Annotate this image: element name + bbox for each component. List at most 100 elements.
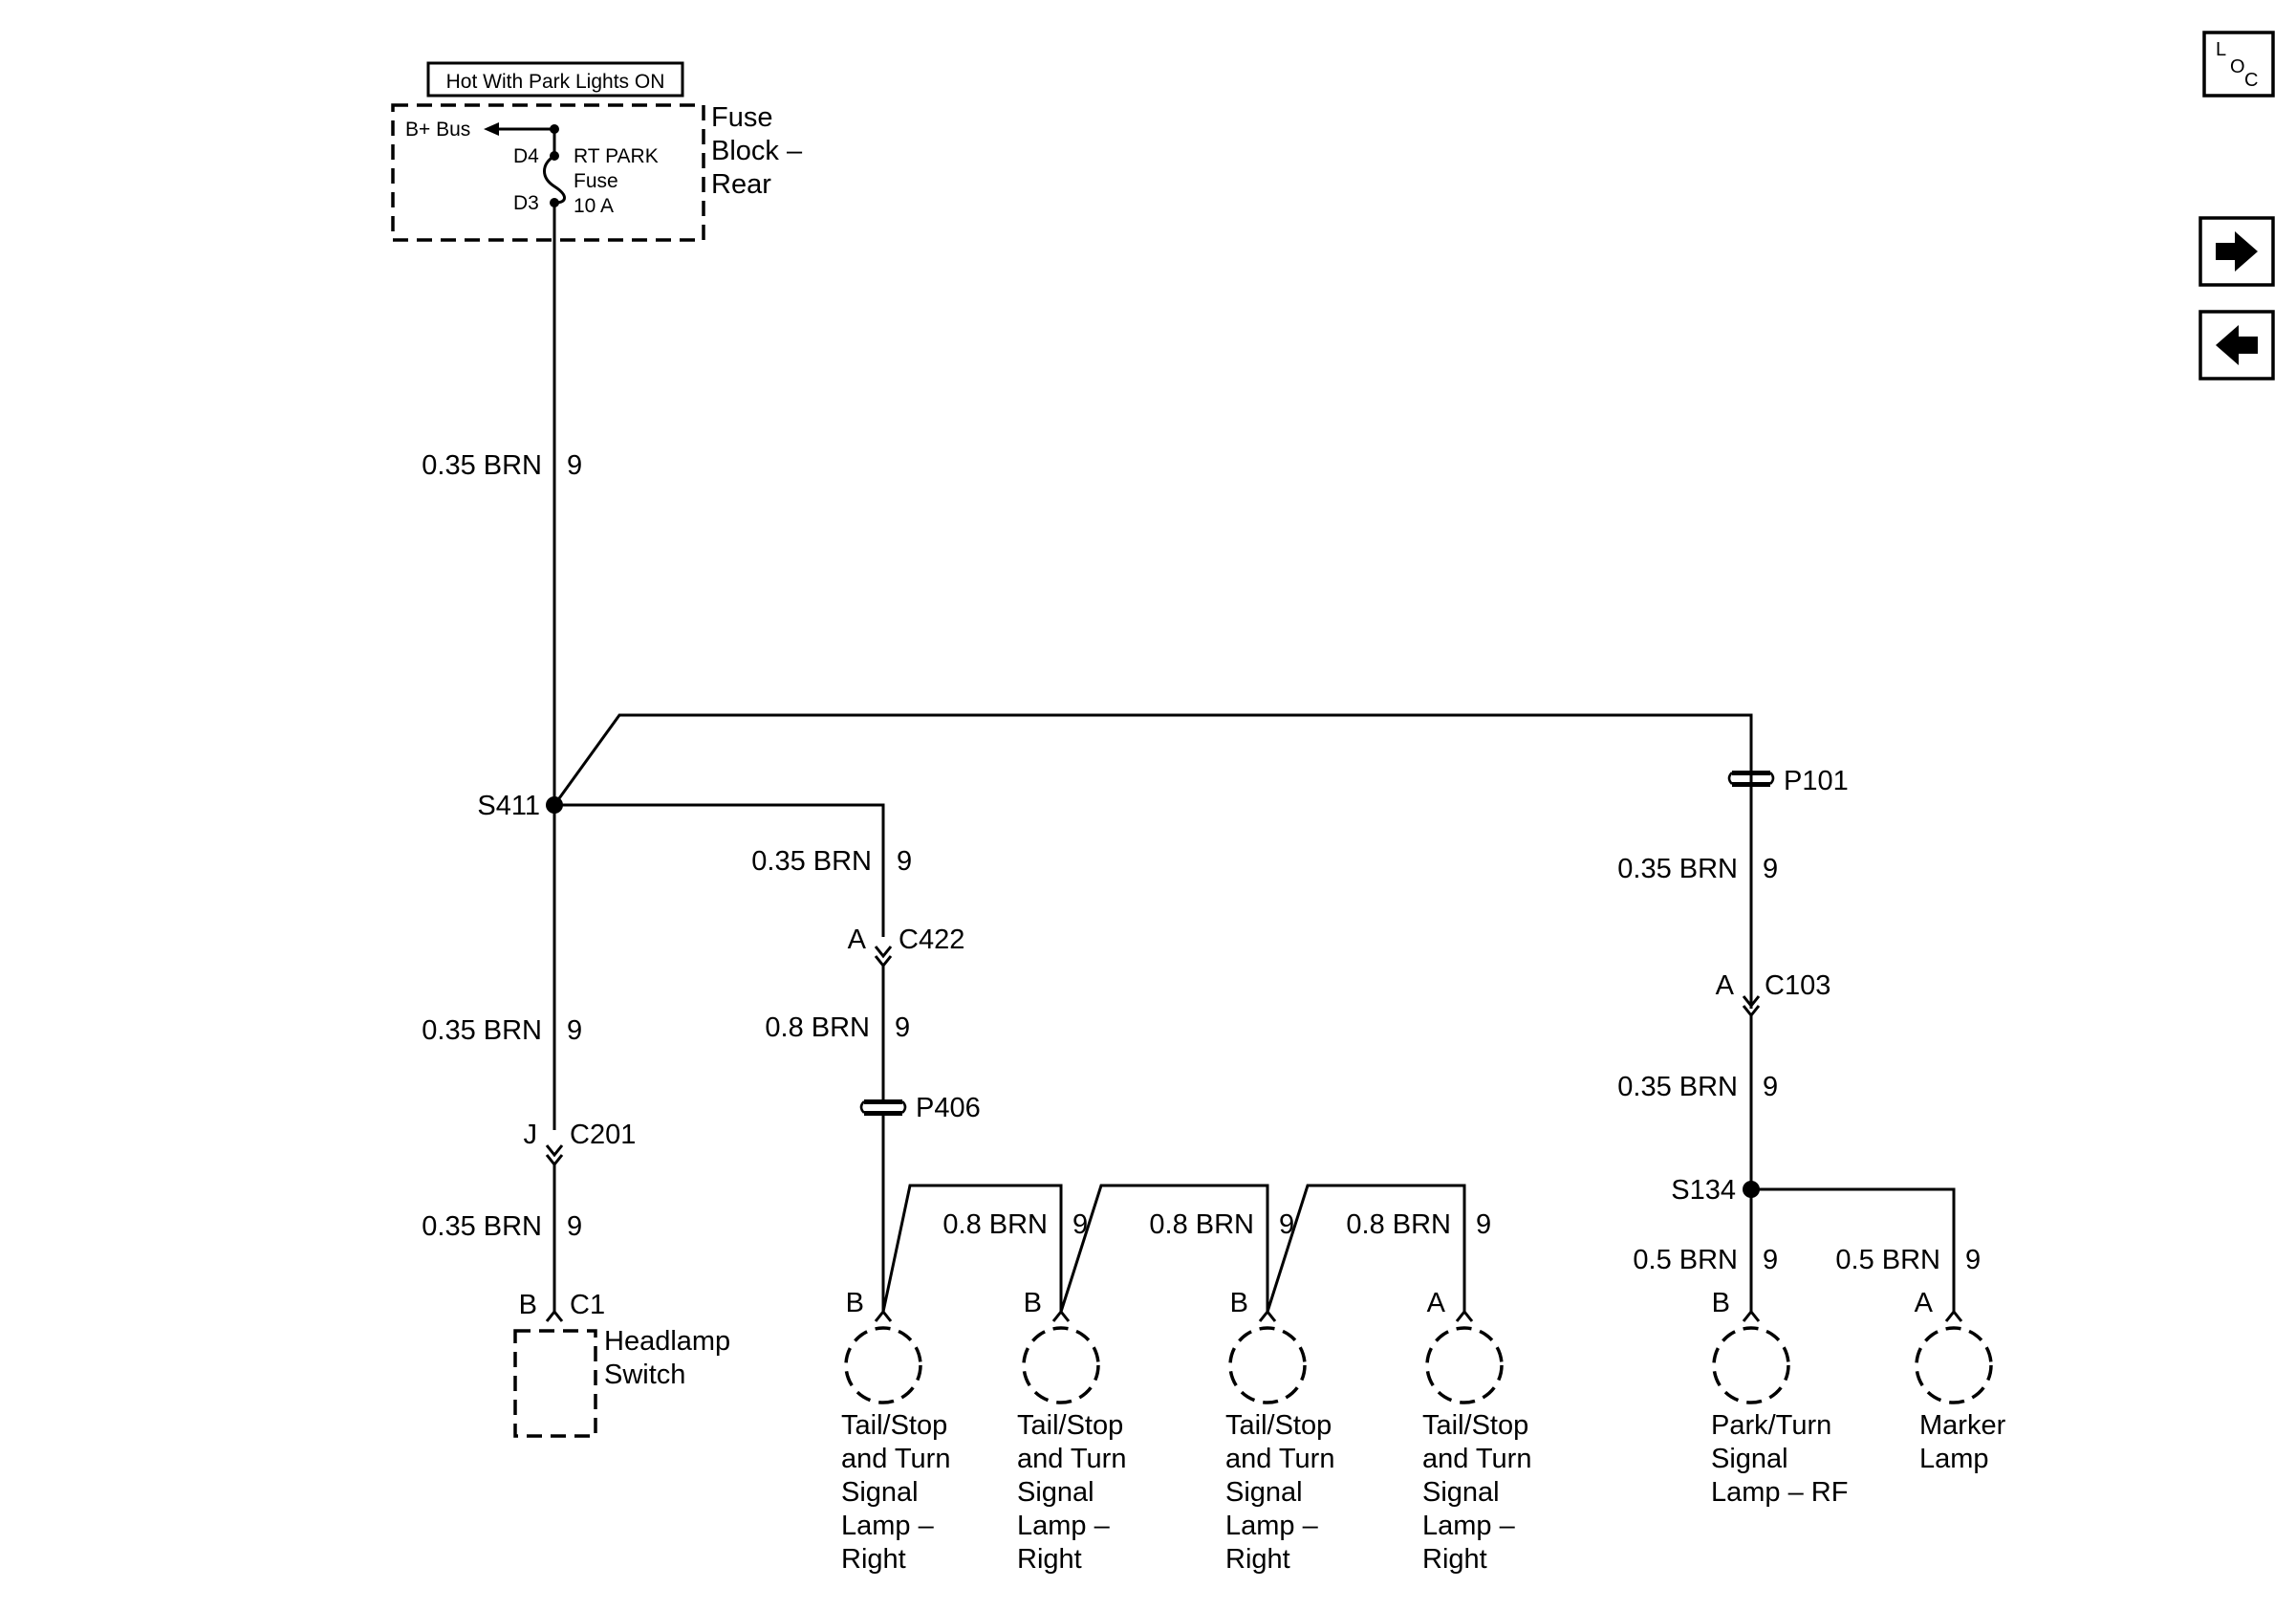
svg-text:Lamp –: Lamp –: [1225, 1511, 1319, 1541]
forward-arrow-icon: [2216, 231, 2258, 272]
back-arrow-icon: [2216, 325, 2258, 365]
svg-text:9: 9: [567, 1015, 582, 1046]
svg-text:and Turn: and Turn: [841, 1444, 950, 1474]
svg-text:A: A: [1427, 1288, 1446, 1318]
tail-stop-turn-lamp-right-2: B Tail/Stop and Turn Signal Lamp – Right: [1017, 1288, 1126, 1575]
loc-letter-c: C: [2244, 70, 2258, 91]
svg-text:C422: C422: [899, 925, 964, 955]
svg-text:Switch: Switch: [604, 1360, 685, 1390]
svg-text:9: 9: [1763, 1245, 1778, 1275]
loc-letter-l: L: [2216, 39, 2226, 60]
svg-text:Lamp: Lamp: [1919, 1444, 1989, 1474]
svg-text:9: 9: [1072, 1209, 1088, 1240]
fuse-name: RT PARK: [574, 145, 659, 167]
svg-text:Park/Turn: Park/Turn: [1711, 1410, 1831, 1441]
svg-text:A: A: [848, 925, 867, 955]
connector-c1: B C1: [519, 1290, 605, 1322]
svg-text:Tail/Stop: Tail/Stop: [1225, 1410, 1332, 1441]
fuse-block-rear: Fuse Block – Rear B+ Bus D4 D3 RT PARK F…: [391, 102, 803, 242]
svg-text:0.35 BRN: 0.35 BRN: [422, 450, 542, 481]
wire-c422-p406: 0.8 BRN 9: [765, 966, 910, 1101]
lamp-bulb-icon: [1425, 1326, 1504, 1404]
svg-text:Lamp –: Lamp –: [1017, 1511, 1111, 1541]
fuse-rating: 10 A: [574, 195, 614, 217]
connector-c422: A C422: [848, 925, 964, 968]
svg-text:9: 9: [895, 1012, 910, 1043]
svg-text:S134: S134: [1671, 1175, 1736, 1206]
tail-stop-turn-lamp-right-3: B Tail/Stop and Turn Signal Lamp – Right: [1225, 1288, 1334, 1575]
svg-text:0.35 BRN: 0.35 BRN: [751, 846, 872, 877]
fuse-block-title-line1: Fuse: [711, 102, 772, 133]
svg-text:0.8 BRN: 0.8 BRN: [1346, 1209, 1451, 1240]
svg-text:P406: P406: [916, 1093, 981, 1123]
svg-text:Tail/Stop: Tail/Stop: [841, 1410, 947, 1441]
pass-through-p406: P406: [859, 1093, 981, 1123]
svg-text:Tail/Stop: Tail/Stop: [1422, 1410, 1528, 1441]
main-wire: 0.35 BRN 9: [422, 203, 582, 805]
svg-text:0.8 BRN: 0.8 BRN: [765, 1012, 870, 1043]
lamp-bulb-icon: [1022, 1326, 1100, 1404]
park-turn-signal-lamp-rf: B Park/Turn Signal Lamp – RF: [1711, 1288, 1848, 1508]
wire-s411-c422: 0.35 BRN 9: [554, 803, 912, 937]
splice-s134: S134: [1671, 1175, 1956, 1312]
wire-lamp2-jumper: 0.8 BRN 9: [881, 1184, 1088, 1313]
wire-to-marker-lamp: 0.5 BRN 9: [1835, 1245, 1981, 1275]
svg-text:D3: D3: [513, 192, 539, 214]
svg-text:C1: C1: [570, 1290, 605, 1320]
splice-s411: S411: [477, 791, 563, 821]
location-button[interactable]: L O C: [2202, 31, 2275, 98]
lamp-bulb-icon: [1712, 1326, 1790, 1404]
branch-to-p101: [552, 713, 1753, 806]
svg-text:9: 9: [897, 846, 912, 877]
svg-text:and Turn: and Turn: [1422, 1444, 1531, 1474]
svg-text:Signal: Signal: [1017, 1477, 1094, 1508]
svg-text:Signal: Signal: [1422, 1477, 1500, 1508]
wire-s411-c201: 0.35 BRN 9: [422, 805, 582, 1130]
svg-text:P101: P101: [1784, 766, 1849, 796]
back-button[interactable]: [2199, 310, 2275, 381]
wire-to-park-turn-rf: 0.5 BRN 9: [1633, 1245, 1778, 1275]
svg-text:9: 9: [567, 1211, 582, 1242]
fuse-block-title-line2: Block –: [711, 136, 803, 166]
wire-p101-c103: 0.35 BRN 9: [1617, 787, 1778, 1009]
svg-text:9: 9: [567, 450, 582, 481]
svg-text:9: 9: [1763, 1072, 1778, 1102]
svg-text:Lamp –: Lamp –: [1422, 1511, 1516, 1541]
connector-c201: J C201: [524, 1120, 636, 1167]
svg-text:9: 9: [1763, 854, 1778, 884]
pass-through-p101: P101: [1727, 766, 1849, 796]
lamp-bulb-icon: [844, 1326, 922, 1404]
svg-text:J: J: [524, 1120, 538, 1150]
lamp-bulb-icon: [1228, 1326, 1307, 1404]
wire-c201-c1: 0.35 BRN 9: [422, 1164, 582, 1312]
svg-text:C103: C103: [1765, 970, 1830, 1001]
svg-text:S411: S411: [477, 791, 540, 821]
tail-stop-turn-lamp-right-4: A Tail/Stop and Turn Signal Lamp – Right: [1422, 1288, 1531, 1575]
svg-text:Right: Right: [1017, 1544, 1082, 1575]
tail-stop-turn-lamp-right-1: B Tail/Stop and Turn Signal Lamp – Right: [841, 1288, 950, 1575]
svg-text:Signal: Signal: [1225, 1477, 1303, 1508]
svg-text:Right: Right: [1225, 1544, 1290, 1575]
svg-text:0.5 BRN: 0.5 BRN: [1633, 1245, 1738, 1275]
connector-c103: A C103: [1716, 970, 1830, 1018]
hot-with-park-lights-label: Hot With Park Lights ON: [426, 61, 684, 98]
svg-text:Hot With Park Lights ON: Hot With Park Lights ON: [446, 71, 665, 93]
svg-text:Right: Right: [841, 1544, 906, 1575]
fuse-icon: [543, 154, 566, 205]
b-plus-bus-label: B+ Bus: [405, 119, 470, 141]
svg-text:0.5 BRN: 0.5 BRN: [1835, 1245, 1940, 1275]
forward-button[interactable]: [2199, 216, 2275, 287]
svg-text:0.35 BRN: 0.35 BRN: [1617, 854, 1738, 884]
loc-letter-o: O: [2230, 56, 2245, 77]
svg-text:A: A: [1915, 1288, 1934, 1318]
svg-text:and Turn: and Turn: [1225, 1444, 1334, 1474]
svg-text:Signal: Signal: [1711, 1444, 1788, 1474]
svg-text:Tail/Stop: Tail/Stop: [1017, 1410, 1123, 1441]
svg-text:Marker: Marker: [1919, 1410, 2006, 1441]
marker-lamp: A Marker Lamp: [1915, 1288, 2006, 1474]
fuse-name-line2: Fuse: [574, 170, 618, 192]
svg-text:B: B: [1230, 1288, 1248, 1318]
svg-text:D4: D4: [513, 145, 539, 167]
svg-text:Headlamp: Headlamp: [604, 1326, 730, 1357]
